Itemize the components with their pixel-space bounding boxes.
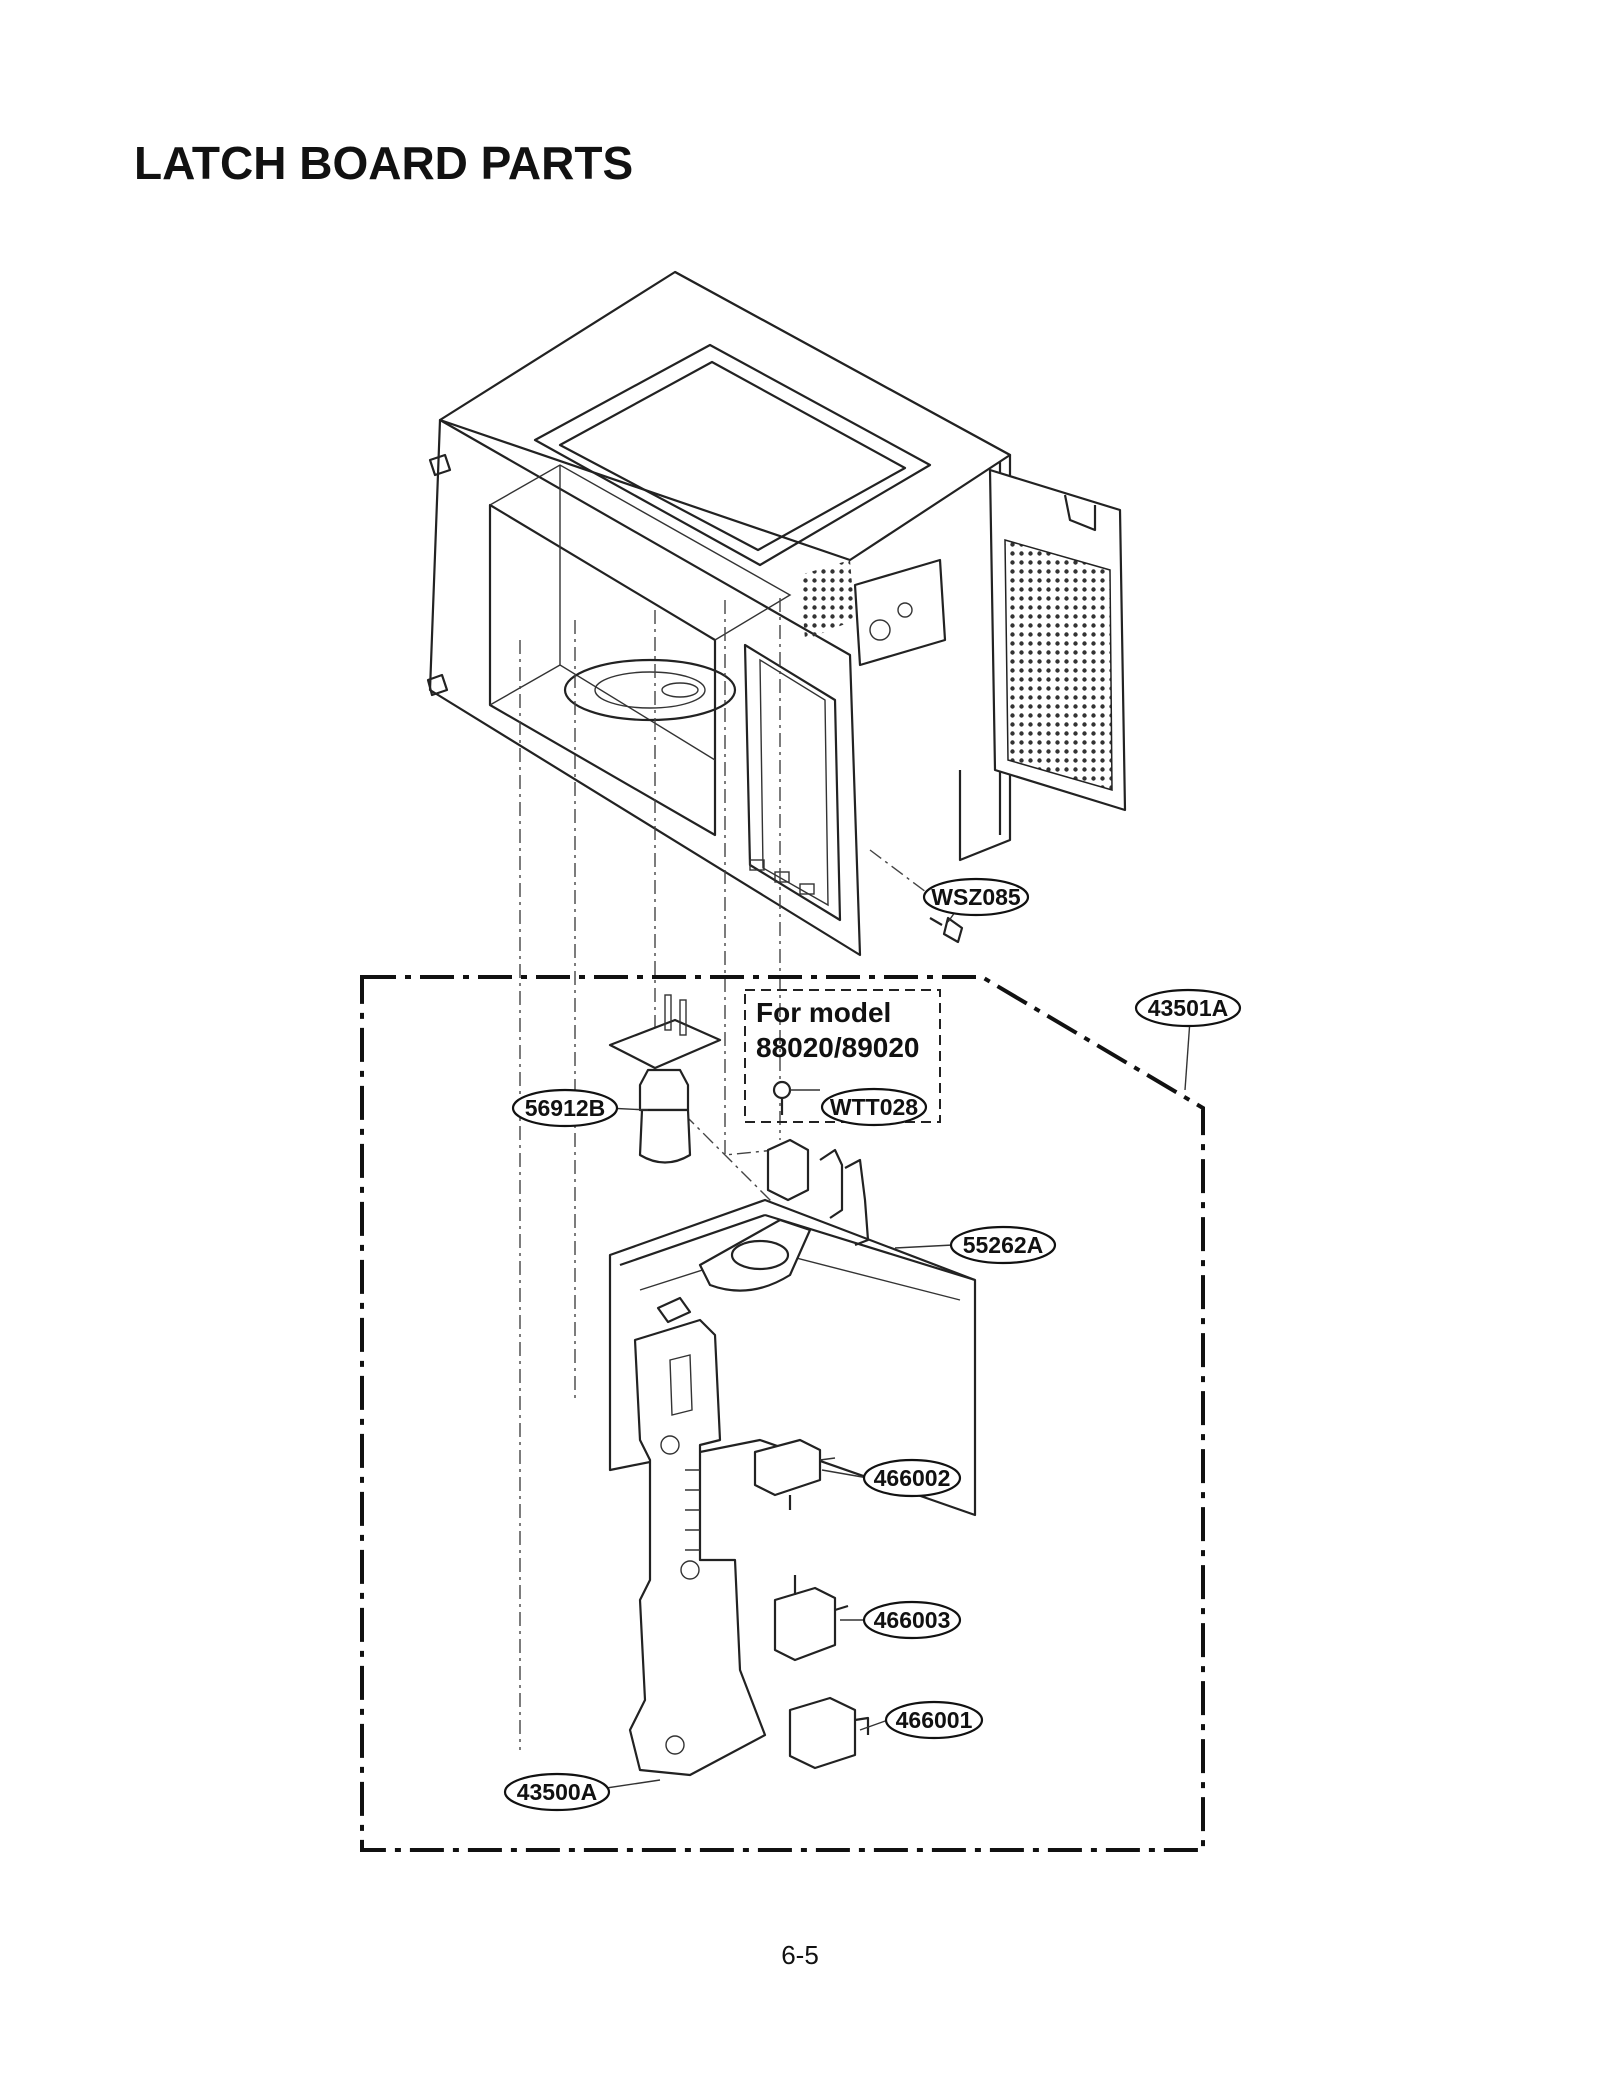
micro-switch-466001-drawing <box>788 1696 870 1770</box>
svg-text:WSZ085: WSZ085 <box>931 884 1021 910</box>
lamp-drawing <box>608 994 722 1164</box>
callout-wsz085: WSZ085 <box>922 877 1030 917</box>
svg-text:466001: 466001 <box>896 1707 973 1733</box>
micro-switch-466002-drawing <box>753 1438 836 1510</box>
svg-text:43501A: 43501A <box>1148 995 1229 1021</box>
model-screw-drawing <box>772 1080 820 1115</box>
svg-text:55262A: 55262A <box>963 1232 1044 1258</box>
callout-466003: 466003 <box>862 1600 962 1640</box>
model-note-line2: 88020/89020 <box>756 1032 920 1063</box>
svg-text:56912B: 56912B <box>525 1095 606 1121</box>
callout-43500a: 43500A <box>503 1772 611 1812</box>
callout-wtt028: WTT028 <box>820 1087 928 1127</box>
oven-cavity-drawing <box>426 270 1127 957</box>
svg-text:466003: 466003 <box>874 1607 951 1633</box>
callout-466001: 466001 <box>884 1700 984 1740</box>
svg-text:43500A: 43500A <box>517 1779 598 1805</box>
callout-55262a: 55262A <box>949 1225 1057 1265</box>
page-number: 6-5 <box>781 1940 819 1970</box>
model-note-line1: For model <box>756 997 891 1028</box>
page-title: LATCH BOARD PARTS <box>134 137 634 189</box>
alignment-guides <box>519 598 951 1750</box>
latch-board-assy-boundary <box>360 975 1205 1852</box>
svg-text:WTT028: WTT028 <box>830 1094 918 1120</box>
micro-switch-466003-drawing <box>773 1575 849 1662</box>
cabinet-screw-drawing <box>929 916 964 944</box>
callout-56912b: 56912B <box>511 1088 619 1128</box>
latch-board-drawing <box>608 1138 977 1777</box>
callout-466002: 466002 <box>862 1458 962 1498</box>
svg-text:466002: 466002 <box>874 1465 951 1491</box>
callout-43501a: 43501A <box>1134 988 1242 1028</box>
